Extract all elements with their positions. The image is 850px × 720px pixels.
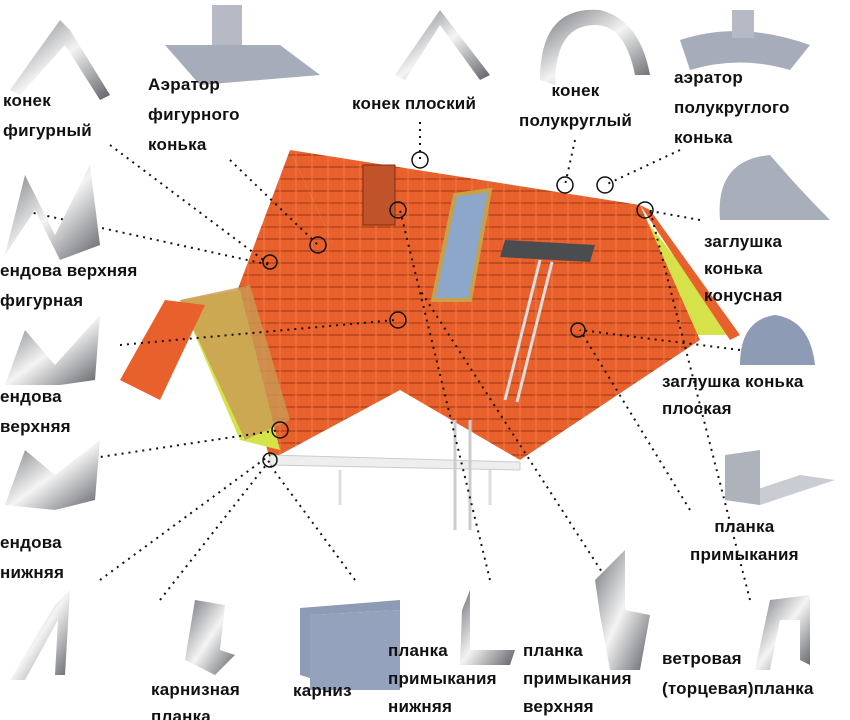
label-aerator-polukruglogo: аэратор полукруглого конька	[674, 68, 790, 147]
house-roof	[120, 150, 740, 530]
label-zaglushka-ploskaya: заглушка конька плоская	[662, 372, 804, 418]
label-karniznaya-planka: карнизная планка	[151, 680, 240, 720]
part-zaglushka-konusnaya-icon	[719, 155, 830, 220]
label-konek-polukrugly: конек полукруглый	[519, 81, 633, 130]
part-konek-polukrugly-icon	[540, 9, 650, 85]
label-zaglushka-konusnaya: заглушка конька конусная	[704, 232, 783, 305]
part-endova-nizhnyaya-icon	[5, 440, 100, 510]
leader-lines	[19, 122, 751, 601]
label-konek-figurny: конек фигурный	[3, 91, 92, 140]
marker-circles	[262, 151, 654, 468]
label-karniz: карниз	[293, 681, 352, 700]
part-endova-verhnyaya-icon	[5, 315, 100, 385]
part-endova-verh-figurnaya-icon	[5, 165, 100, 260]
label-endova-verhnyaya-figurnaya: ендова верхняя фигурная	[0, 261, 138, 310]
part-vetrovaya-planka-icon	[755, 595, 810, 670]
part-karniznaya-planka-icon	[185, 600, 235, 675]
label-aerator-figurnogo: Аэратор фигурного конька	[148, 75, 240, 154]
part-planka-nizhnyaya-icon	[460, 590, 515, 665]
label-vetrovaya-planka: ветровая (торцевая)планка	[662, 649, 814, 698]
label-planka-primykaniya: планка примыкания	[690, 517, 799, 564]
label-endova-verhnyaya: ендова верхняя	[0, 387, 71, 436]
part-aerator-polukrugly-icon	[680, 10, 810, 70]
part-zaglushka-ploskaya-icon	[740, 315, 815, 365]
label-endova-nizhnyaya: ендова нижняя	[0, 533, 65, 582]
part-planka-primykaniya-icon	[725, 450, 835, 505]
part-konek-ploskiy-icon	[395, 10, 490, 80]
label-konek-ploskiy: конек плоский	[352, 94, 477, 113]
part-planka-verhnyaya-icon	[595, 550, 650, 670]
label-planka-primykaniya-verhnyaya: планка примыкания верхняя	[523, 641, 632, 716]
label-planka-primykaniya-nizhnyaya: планка примыкания нижняя	[388, 641, 497, 716]
part-endova-low-icon	[10, 590, 70, 680]
part-karniz-icon	[300, 600, 400, 690]
part-konek-figurny-icon	[10, 20, 110, 100]
part-aerator-figurny-icon	[165, 5, 320, 85]
